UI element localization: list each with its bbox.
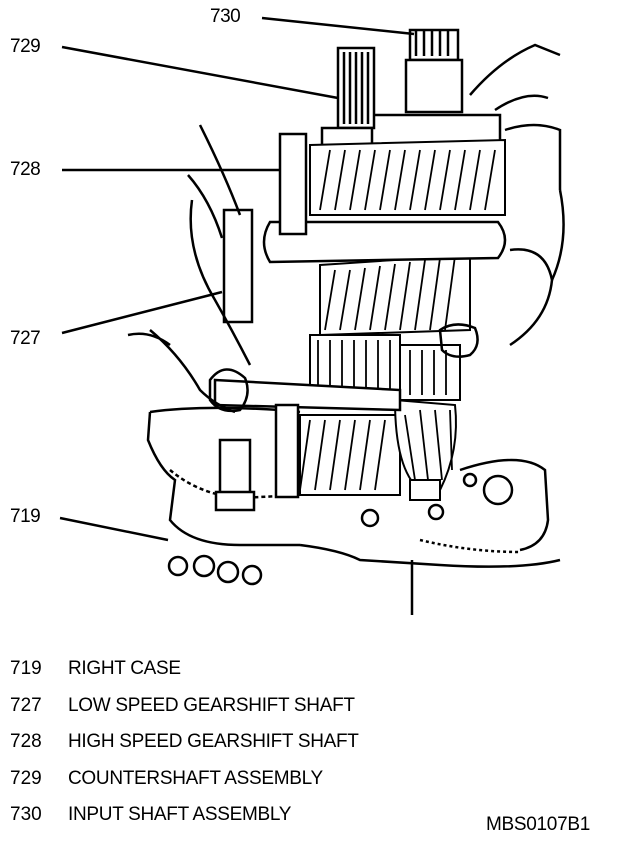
callout-729: 729 xyxy=(10,36,41,57)
hands xyxy=(127,43,565,414)
legend-number: 719 xyxy=(10,658,42,679)
legend-number: 727 xyxy=(10,694,42,716)
legend-row: 727 LOW SPEED GEARSHIFT SHAFT xyxy=(10,695,610,732)
leader-line-730 xyxy=(261,16,415,36)
leader-lines xyxy=(59,16,415,542)
callout-728: 728 xyxy=(10,159,41,180)
leader-line-727 xyxy=(61,290,223,335)
legend-row: 728 HIGH SPEED GEARSHIFT SHAFT xyxy=(10,731,610,768)
gear-cluster xyxy=(299,138,506,501)
right-case xyxy=(146,406,561,615)
callout-730: 730 xyxy=(210,6,241,27)
callout-727: 727 xyxy=(10,328,41,349)
legend-description: INPUT SHAFT ASSEMBLY xyxy=(68,804,292,825)
legend-description: HIGH SPEED GEARSHIFT SHAFT xyxy=(68,731,359,752)
leader-line-729 xyxy=(61,45,339,100)
legend-description: RIGHT CASE xyxy=(68,658,181,679)
legend-number: 730 xyxy=(10,804,42,825)
transmission-illustration xyxy=(59,16,565,615)
low-speed-gearshift-shaft xyxy=(214,208,256,512)
legend-number: 729 xyxy=(10,767,42,789)
legend-row: 719 RIGHT CASE xyxy=(10,658,610,695)
figure-code: MBS0107B1 xyxy=(486,814,590,835)
legend-row: 729 COUNTERSHAFT ASSEMBLY xyxy=(10,768,610,805)
parts-legend: 719 RIGHT CASE 727 LOW SPEED GEARSHIFT S… xyxy=(10,658,610,841)
legend-row: 730 INPUT SHAFT ASSEMBLY xyxy=(10,804,610,841)
input-shaft xyxy=(366,28,502,147)
leader-line-719 xyxy=(59,516,169,542)
shift-fork xyxy=(213,220,507,412)
callout-719: 719 xyxy=(10,506,41,527)
legend-description: COUNTERSHAFT ASSEMBLY xyxy=(68,767,323,789)
legend-number: 728 xyxy=(10,731,42,752)
high-speed-gearshift-shaft xyxy=(274,132,308,499)
legend-description: LOW SPEED GEARSHIFT SHAFT xyxy=(68,694,355,716)
